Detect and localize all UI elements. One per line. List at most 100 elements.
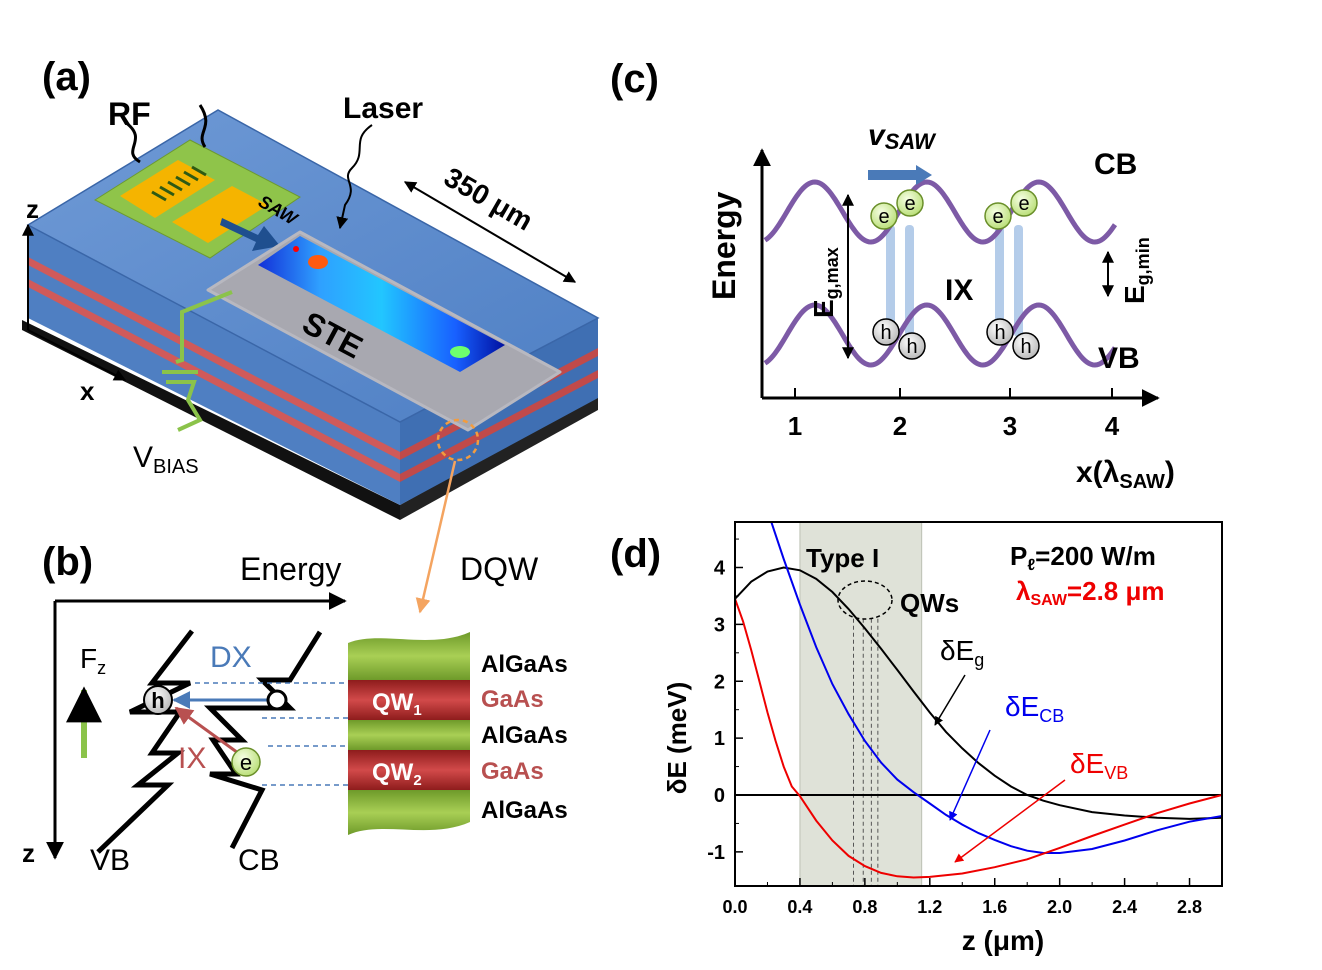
vsaw-label: vSAW [868, 119, 937, 154]
layer-algaas-mid [348, 720, 470, 750]
electron-c4-label: e [1018, 193, 1029, 215]
ix-label: IX [178, 742, 206, 775]
x-tick-label-c2: 2 [893, 411, 907, 441]
ix-arrow [174, 706, 246, 760]
x-tick-label-2: 0.8 [852, 897, 877, 917]
slab-front-face [28, 225, 400, 505]
vbias-label: VBIAS [133, 441, 199, 478]
electron-c1 [870, 202, 898, 230]
evb-curve [735, 598, 1222, 879]
vb-label: VB [90, 844, 130, 877]
idt-electrode-2 [172, 186, 268, 243]
rf-label: RF [108, 96, 151, 132]
panel-c-label: (c) [610, 57, 659, 101]
energy-label-c: Energy [706, 191, 742, 300]
ste-hotspot-1 [308, 255, 328, 269]
panel-c: (c) Energy vSAW CB VB Eg,max Eg,min IX e [610, 57, 1175, 493]
hole-c2 [898, 332, 926, 360]
dx-label: DX [210, 641, 252, 674]
x-tick-label-6: 2.4 [1112, 897, 1137, 917]
plot-frame [734, 521, 1223, 887]
bias-circuit [162, 290, 233, 432]
hole-c4 [1012, 332, 1040, 360]
x-axis-label-d: z (μm) [962, 925, 1044, 956]
empty-state [266, 689, 288, 711]
lambda-label: λSAW=2.8 μm [1016, 576, 1165, 609]
y-tick-label-3: 2 [714, 671, 725, 693]
axis-x-arrow [27, 329, 127, 381]
rf-wire-2 [198, 104, 208, 148]
hole-particle [143, 685, 173, 715]
eg-curve-pointer [934, 674, 966, 726]
vb-wave [763, 302, 1118, 368]
ste-hotspot-2 [450, 346, 470, 358]
panel-b: (b) Energy DQW z Fz DX IX h e VB CB QW1 … [22, 540, 568, 877]
electron-c3-label: e [992, 206, 1003, 228]
cb-wave [763, 179, 1118, 245]
electrons-c: e e e e [870, 189, 1038, 230]
x-ticks-c [794, 388, 1113, 398]
holes-c: h h h h [872, 318, 1040, 360]
layer-label-1: AlGaAs [481, 651, 568, 678]
layer-qw1 [348, 680, 470, 720]
qw2-label: QW2 [372, 759, 422, 789]
x-tick-label-4: 1.6 [982, 897, 1007, 917]
layer-label-3: AlGaAs [481, 722, 568, 749]
electron-c2-label: e [904, 193, 915, 215]
qws-ellipse [837, 580, 893, 620]
hole-label: h [151, 688, 164, 713]
cb-band [203, 630, 323, 850]
x-tick-label-c1: 1 [788, 411, 802, 441]
ecb-curve-label: δECB [1005, 691, 1064, 726]
ix-glows [886, 225, 1023, 337]
dqw-highlight [436, 418, 480, 462]
panel-d-label: (d) [610, 532, 661, 576]
electron-label: e [240, 750, 252, 775]
x-tick-label-1: 0.4 [787, 897, 812, 917]
dqw-pointer [415, 460, 457, 614]
hole-c3-label: h [994, 322, 1005, 344]
axis-z-label: z [26, 194, 39, 224]
x-tick-label-c3: 3 [1003, 411, 1017, 441]
z-axis-label: z [22, 838, 35, 868]
y-axis-label-d: δE (meV) [662, 682, 692, 795]
x-tick-label-7: 2.8 [1177, 897, 1202, 917]
hole-c2-label: h [906, 336, 917, 358]
x-axis-label-c: x(λSAW) [1076, 456, 1175, 493]
eg-min-label: Eg,min [1119, 237, 1153, 304]
eg-curve-label: δEg [940, 635, 984, 670]
panel-a: SAW STE 350 μm z x (a) RF Laser VBIAS [22, 55, 600, 614]
ix-label-c: IX [945, 274, 973, 307]
eg-max-label: Eg,max [808, 247, 842, 318]
idt-pad [93, 139, 301, 259]
ste-image [258, 236, 505, 372]
rf-wire-1 [124, 120, 141, 164]
vsaw-arrow-head [916, 165, 932, 185]
x-tick-label-c4: 4 [1105, 411, 1120, 441]
layer-guides [195, 682, 348, 786]
x-tick-label-0: 0.0 [722, 897, 747, 917]
ecb-curve-pointer [949, 729, 991, 821]
stripe-right-2 [400, 370, 598, 482]
stripe-front-2 [28, 279, 400, 482]
layer-algaas-bottom [348, 790, 470, 835]
dqw-label: DQW [460, 551, 539, 587]
laser-spot [293, 246, 299, 252]
electron-particle [231, 747, 261, 777]
layer-label-5: AlGaAs [481, 797, 568, 824]
qw1-label: QW1 [372, 689, 422, 719]
electron-c1-label: e [878, 206, 889, 228]
hole-c1-label: h [880, 322, 891, 344]
evb-curve-label: δEVB [1070, 748, 1128, 783]
x-tick-label-3: 1.2 [917, 897, 942, 917]
vb-label-c: VB [1098, 342, 1140, 375]
layer-qw2 [348, 750, 470, 790]
y-tick-label-4: 3 [714, 614, 725, 636]
saw-arrow [220, 218, 280, 251]
energy-label: Energy [240, 551, 341, 587]
evb-curve-pointer [954, 779, 1066, 863]
vb-band [96, 629, 194, 854]
size-label: 350 μm [439, 161, 538, 236]
